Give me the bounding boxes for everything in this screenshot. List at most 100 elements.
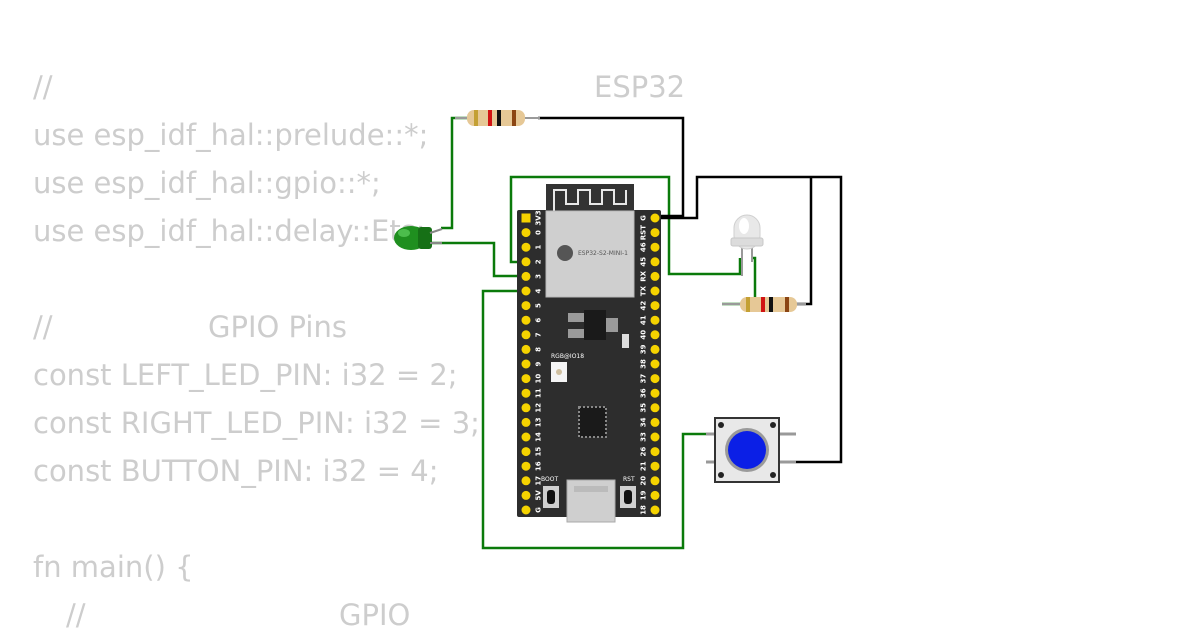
wire-gnd-to-right-rail (655, 175, 843, 464)
code-line-gpio: use esp_idf_hal::gpio::*; (33, 166, 381, 200)
left-pin-label-3: 2 (535, 259, 543, 264)
right-pin-label-2: 46 (640, 242, 648, 252)
right-pin-label-4: RX (640, 270, 648, 281)
right-pin-0[interactable] (649, 212, 661, 224)
left-pin-7[interactable] (520, 314, 532, 326)
code-comment-2: // (33, 310, 53, 344)
right-pin-8[interactable] (649, 329, 661, 341)
right-pin-17[interactable] (649, 460, 661, 472)
left-pin-5[interactable] (520, 285, 532, 297)
left-pin-1[interactable] (520, 227, 532, 239)
code-comment-2-text: GPIO Pins (208, 310, 347, 344)
right-pin-16[interactable] (649, 446, 661, 458)
wire-resistor-right-to-rail (790, 177, 813, 306)
right-pin-label-11: 37 (640, 374, 648, 384)
left-pin-11[interactable] (520, 373, 532, 385)
left-pin-0[interactable] (520, 212, 532, 224)
left-pin-label-14: 13 (535, 417, 543, 427)
right-pin-label-20: 18 (640, 505, 648, 515)
code-comment-1-text: ESP32 (594, 70, 686, 104)
boot-button[interactable] (543, 486, 559, 508)
left-pin-2[interactable] (520, 241, 532, 253)
led-left-green[interactable] (394, 226, 443, 250)
rgb-label: RGB@IO18 (551, 353, 584, 360)
right-pin-19[interactable] (649, 489, 661, 501)
right-pin-header: GRST4645RXTX4241403938373635343326212019… (640, 212, 661, 516)
right-pin-13[interactable] (649, 402, 661, 414)
left-pin-label-8: 7 (535, 332, 543, 337)
left-pin-4[interactable] (520, 270, 532, 282)
right-pin-5[interactable] (649, 285, 661, 297)
wire-gpio4-to-button (481, 289, 724, 550)
wire-resistor-top-to-gnd (538, 116, 685, 218)
right-pin-label-16: 26 (640, 447, 648, 457)
right-pin-1[interactable] (649, 227, 661, 239)
left-pin-19[interactable] (520, 489, 532, 501)
left-pin-13[interactable] (520, 402, 532, 414)
push-button-cap[interactable] (728, 431, 766, 469)
right-pin-3[interactable] (649, 256, 661, 268)
left-pin-10[interactable] (520, 358, 532, 370)
usb-port[interactable] (566, 479, 616, 523)
right-pin-label-8: 40 (640, 330, 648, 340)
right-pin-10[interactable] (649, 358, 661, 370)
led-right-white[interactable] (730, 214, 764, 276)
code-line-left-led: const LEFT_LED_PIN: i32 = 2; (33, 358, 458, 392)
left-pin-label-16: 15 (535, 447, 543, 457)
right-pin-12[interactable] (649, 387, 661, 399)
voltage-regulator (568, 310, 629, 348)
esp32-module: ESP32-S2-MINI-1 (545, 184, 635, 298)
left-pin-label-9: 8 (535, 347, 543, 352)
right-pin-11[interactable] (649, 373, 661, 385)
left-pin-16[interactable] (520, 446, 532, 458)
left-pin-3[interactable] (520, 256, 532, 268)
microcontroller-chip (578, 406, 607, 438)
code-comment-3: // (66, 598, 86, 632)
wire-resistor-left-to-led (441, 116, 468, 230)
right-pin-2[interactable] (649, 241, 661, 253)
left-pin-label-4: 3 (535, 274, 543, 279)
left-pin-12[interactable] (520, 387, 532, 399)
right-pin-20[interactable] (649, 504, 661, 516)
left-pin-15[interactable] (520, 431, 532, 443)
right-pin-9[interactable] (649, 343, 661, 355)
green-wires (430, 116, 757, 550)
wire-top-loop (509, 175, 742, 276)
left-pin-label-0: 3V3 (535, 210, 543, 225)
right-pin-label-19: 19 (640, 490, 648, 500)
left-pin-label-6: 5 (535, 303, 543, 308)
code-line-right-led: const RIGHT_LED_PIN: i32 = 3; (33, 406, 480, 440)
right-pin-label-18: 20 (640, 476, 648, 486)
right-pin-label-6: 42 (640, 301, 648, 311)
boot-label: BOOT (541, 476, 558, 483)
left-pin-label-7: 6 (535, 318, 543, 323)
left-pin-18[interactable] (520, 475, 532, 487)
right-pin-label-9: 39 (640, 344, 648, 354)
right-pin-15[interactable] (649, 431, 661, 443)
left-pin-label-1: 0 (535, 230, 543, 235)
resistor-top[interactable] (455, 110, 540, 126)
left-pin-6[interactable] (520, 300, 532, 312)
right-pin-7[interactable] (649, 314, 661, 326)
right-pin-4[interactable] (649, 270, 661, 282)
left-pin-label-19: 5V (535, 490, 543, 501)
left-pin-label-15: 14 (535, 432, 543, 442)
left-pin-17[interactable] (520, 460, 532, 472)
left-pin-8[interactable] (520, 329, 532, 341)
right-pin-label-10: 38 (640, 359, 648, 369)
right-pin-18[interactable] (649, 475, 661, 487)
wire-led-left-to-gpio2 (430, 241, 526, 278)
left-pin-label-18: 17 (535, 476, 543, 486)
left-pin-20[interactable] (520, 504, 532, 516)
left-pin-14[interactable] (520, 416, 532, 428)
right-pin-6[interactable] (649, 300, 661, 312)
left-pin-9[interactable] (520, 343, 532, 355)
right-pin-14[interactable] (649, 416, 661, 428)
resistor-right[interactable] (722, 297, 806, 312)
rst-button[interactable] (620, 486, 636, 508)
code-line-delay: use esp_idf_hal::delay::Ets; (33, 214, 426, 248)
code-line-prelude: use esp_idf_hal::prelude::*; (33, 118, 429, 152)
code-comment-1: // (33, 70, 53, 104)
push-button[interactable] (706, 417, 796, 483)
